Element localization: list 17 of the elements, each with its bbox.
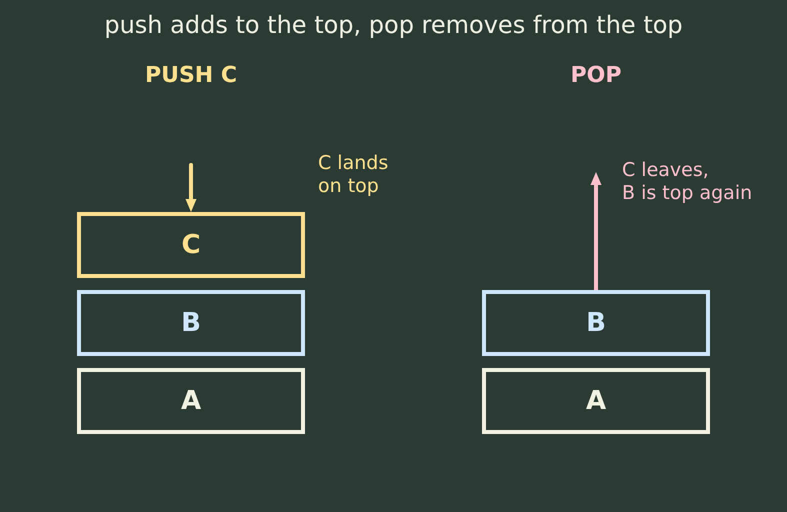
stack-heading: PUSH C <box>144 62 238 90</box>
item-label: A <box>180 386 202 416</box>
stack-block <box>77 368 305 434</box>
title: push adds to the top, pop removes from the top <box>104 11 683 39</box>
note: C leaves, B is top again <box>622 159 752 205</box>
stack-block <box>77 290 305 356</box>
stack-block <box>482 290 710 356</box>
item-label: C <box>181 230 201 260</box>
item-label: A <box>586 386 606 416</box>
item-label: B <box>586 308 606 338</box>
stack-heading: POP <box>570 62 622 90</box>
stack-block <box>482 368 710 434</box>
stack-block <box>77 212 305 278</box>
arrow <box>590 172 602 292</box>
arrow <box>186 163 196 212</box>
item-label: B <box>181 308 201 338</box>
note: C lands on top <box>318 152 388 198</box>
